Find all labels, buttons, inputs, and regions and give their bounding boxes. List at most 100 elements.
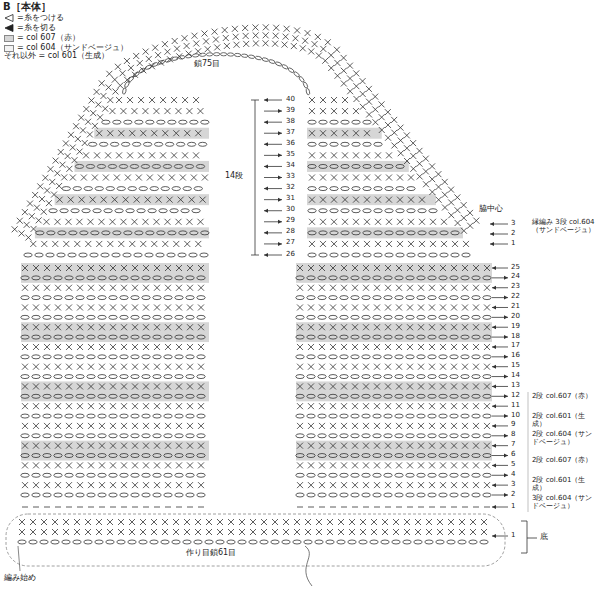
stitch [362,296,370,300]
chart-label: 35 [286,151,295,159]
stitch [186,375,194,379]
stitch [428,296,436,300]
stitch [318,434,326,438]
chart-label: 25 [511,264,520,272]
stitch [87,454,95,458]
stitch [362,493,370,497]
stitch [297,383,490,389]
color-band [296,322,492,342]
stitch [70,175,208,181]
color-band [21,322,209,342]
stitch [153,375,161,379]
chart-label: 作り目鎖61目 [185,549,237,558]
stitch [43,276,51,280]
stitch [142,414,150,418]
stitch [145,253,153,257]
stitch [297,507,490,508]
stitch [451,253,459,257]
stitch [112,253,120,257]
stitch [43,473,51,477]
stitch-row [309,219,447,225]
stitch [439,473,447,477]
stitch [472,493,480,497]
chart-label: 33 [286,173,295,181]
stitch [318,454,326,458]
stitch [170,209,178,213]
stitch [75,164,83,168]
stitch [461,454,469,458]
stitch [319,231,327,235]
stitch-row [21,315,205,319]
stitch [395,414,403,418]
stitch [395,355,403,359]
stitch [340,276,348,280]
chart-label: 24 [511,273,520,281]
stitch [65,394,73,398]
stitch-row [19,529,487,535]
stitch [330,120,338,124]
stitch [472,434,480,438]
stitch [296,375,304,379]
stitch [197,473,205,477]
stitch [428,375,436,379]
stitch [76,394,84,398]
stitch [429,253,437,257]
arrow-head [492,534,496,538]
stitch [76,355,84,359]
stitch [98,276,106,280]
stitch [450,296,458,300]
stitch [120,375,128,379]
stitch [417,454,425,458]
stitch [186,414,194,418]
stitch [131,414,139,418]
stitch [472,414,480,418]
stitch-row [296,454,491,458]
stitch [472,473,480,477]
stitch [417,394,425,398]
stitch [186,296,194,300]
legend-symbol [4,14,14,22]
color-band [307,161,409,172]
stitch [406,296,414,300]
stitch [153,335,161,339]
stitch-row [308,164,404,168]
chart-label: 編み始め [4,574,36,583]
stitch [439,335,447,339]
stitch-row [296,493,491,497]
chart-label: 22 [511,293,520,301]
stitch-row [296,276,491,280]
stitch [308,120,316,124]
stitch-row [297,403,490,409]
arrow-head [504,296,508,300]
stitch [121,142,129,146]
stitch [21,355,29,359]
stitch [175,394,183,398]
stitch [186,276,194,280]
stitch [407,209,415,213]
stitch [461,355,469,359]
arrow-head [504,315,508,319]
stitch-row [297,324,490,330]
stitch [197,375,205,379]
stitch [29,540,37,544]
stitch [395,454,403,458]
stitch [60,209,68,213]
stitch [297,324,490,330]
stitch [87,315,95,319]
stitch [472,394,480,398]
chart-label: 10 [511,412,520,420]
color-band [35,227,209,238]
stitch [137,209,145,213]
stitch [98,493,106,497]
stitch [22,304,204,310]
stitch [76,414,84,418]
chain-stitch [298,76,305,83]
chart-label: 28 [286,228,295,236]
chain-stitch [128,76,135,83]
stitch [164,434,172,438]
chart-label: 2 [511,230,515,238]
stitch [439,454,447,458]
stitch [307,434,315,438]
stitch [157,231,165,235]
chart-label: 37 [286,129,295,137]
